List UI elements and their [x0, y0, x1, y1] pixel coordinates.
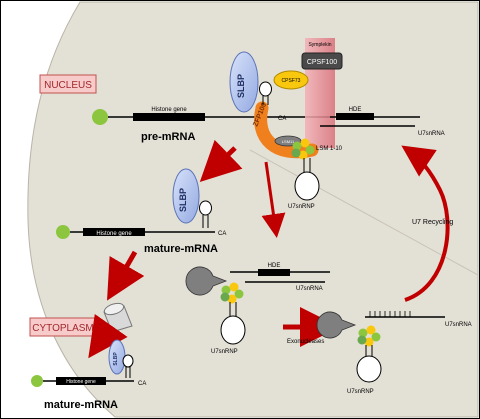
- mrna-cap: [92, 109, 108, 125]
- lsm-ring-mid: [220, 282, 244, 304]
- svg-text:LSM11: LSM11: [282, 139, 295, 144]
- u7snrna-label-mid: U7snRNA: [296, 286, 323, 292]
- exonuclease-pacman-mid: [185, 266, 228, 296]
- mature-mrna-label-mid: mature-mRNA: [144, 243, 218, 255]
- u7snrna-label-right: U7snRNA: [445, 322, 472, 328]
- svg-text:CPSF100: CPSF100: [307, 59, 337, 66]
- slbp-mid: SLBP: [172, 168, 200, 224]
- u7snrna-ticks-right: [369, 311, 411, 317]
- stem-loop-bottom: [122, 354, 134, 378]
- u7snrnp-hairpin-mid: [220, 302, 246, 345]
- arrow-to-cytoplasm: [107, 250, 145, 301]
- cpsf73: CPSF73: [273, 70, 309, 90]
- stem-loop-mid: [199, 200, 212, 228]
- svg-text:NUCLEUS: NUCLEUS: [44, 80, 92, 91]
- mature-mrna-label-bottom: mature-mRNA: [44, 399, 118, 411]
- svg-text:SLBP: SLBP: [236, 74, 246, 98]
- u7-recycling-arrow: [401, 145, 450, 302]
- mrna-cap-mid: [56, 225, 70, 239]
- lsm-1-10-label: LSM 1-10: [316, 146, 343, 152]
- u7snrna-label-top: U7snRNA: [418, 131, 445, 137]
- stem-loop-top: [259, 81, 272, 105]
- ca-label-mid: CA: [218, 231, 226, 237]
- exonuclease-pacman-right: [316, 311, 357, 339]
- arrow-out-of-pore: [88, 313, 128, 359]
- ca-label-bottom: CA: [138, 381, 146, 387]
- nucleus-inner-line: [249, 149, 479, 276]
- lsm-ring-top: [291, 138, 315, 160]
- slbp-bottom: SLBP: [108, 339, 126, 375]
- ca-label-pre: CA: [278, 116, 286, 122]
- nucleus-label: NUCLEUS: [39, 74, 97, 94]
- histone-gene-label-bottom: Histone gene: [66, 379, 96, 385]
- lsm-ring-right: [357, 325, 381, 347]
- u7snrnp-label-right: U7snRNP: [347, 389, 374, 395]
- slbp-top: SLBP: [229, 51, 259, 113]
- cytoplasm-label: CYTOPLASM: [29, 317, 97, 337]
- u7-recycling-label: U7 Recycling: [412, 219, 453, 226]
- histone-gene-block-mid: [83, 228, 145, 236]
- hde-label: HDE: [349, 107, 362, 113]
- svg-text:Symplekin: Symplekin: [308, 42, 331, 48]
- arrow-to-degradation: [261, 161, 286, 238]
- u7snrnp-hairpin-top: [294, 158, 320, 201]
- nucleus-region: [27, 1, 479, 418]
- svg-text:SLBP: SLBP: [178, 188, 188, 212]
- cpsf100: CPSF100: [301, 52, 343, 70]
- histone-gene-block-bottom: [56, 377, 106, 385]
- svg-text:CPSF73: CPSF73: [282, 78, 301, 84]
- svg-text:CYTOPLASM: CYTOPLASM: [32, 323, 94, 334]
- histone-gene-label: Histone gene: [151, 107, 187, 113]
- svg-text:SLBP: SLBP: [113, 352, 119, 366]
- u7snrnp-label-top: U7snRNP: [288, 204, 315, 210]
- u7snrnp-label-mid: U7snRNP: [211, 349, 238, 355]
- histone-gene-label-mid: Histone gene: [96, 231, 132, 237]
- mrna-cap-bottom: [31, 375, 43, 387]
- u7snrnp-hairpin-right: [356, 345, 382, 383]
- histone-gene-block: [133, 113, 205, 121]
- hde-label-mid: HDE: [268, 263, 281, 269]
- arrow-to-mature-mrna: [199, 139, 243, 182]
- pre-mrna-label: pre-mRNA: [141, 131, 195, 143]
- exonucleases-label: Exonucleases: [287, 339, 324, 345]
